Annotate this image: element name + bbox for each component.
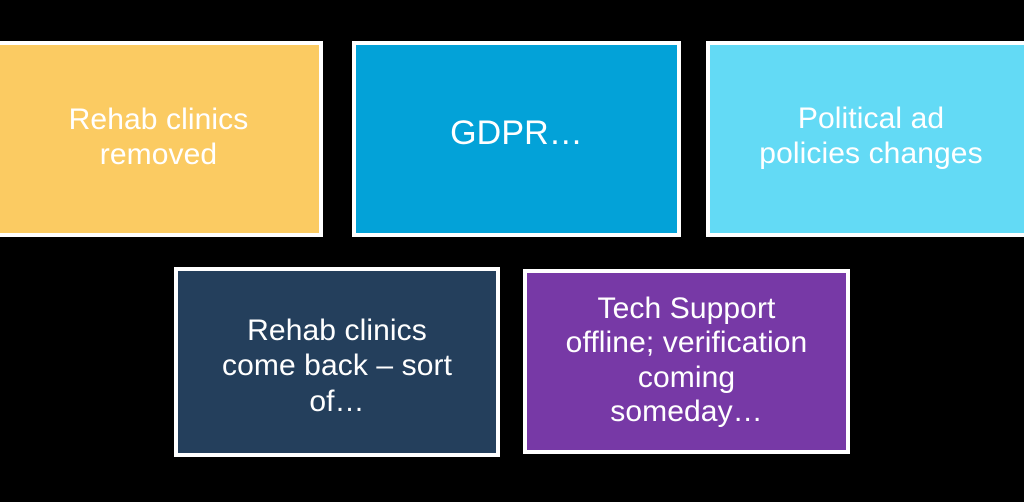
card-label: Rehab clinics removed: [68, 102, 249, 171]
card-label: Political ad policies changes: [759, 101, 983, 170]
card-rehab-clinics-removed[interactable]: Rehab clinics removed: [0, 41, 323, 237]
card-gdpr[interactable]: GDPR…: [352, 41, 681, 237]
card-label: Rehab clinics come back – sort of…: [221, 314, 453, 418]
card-label: GDPR…: [450, 114, 583, 153]
card-rehab-clinics-come-back[interactable]: Rehab clinics come back – sort of…: [174, 267, 500, 457]
card-label: Tech Support offline; verification comin…: [565, 292, 808, 428]
card-tech-support-offline[interactable]: Tech Support offline; verification comin…: [523, 269, 850, 454]
card-political-ad-policies-changes[interactable]: Political ad policies changes: [706, 41, 1024, 237]
